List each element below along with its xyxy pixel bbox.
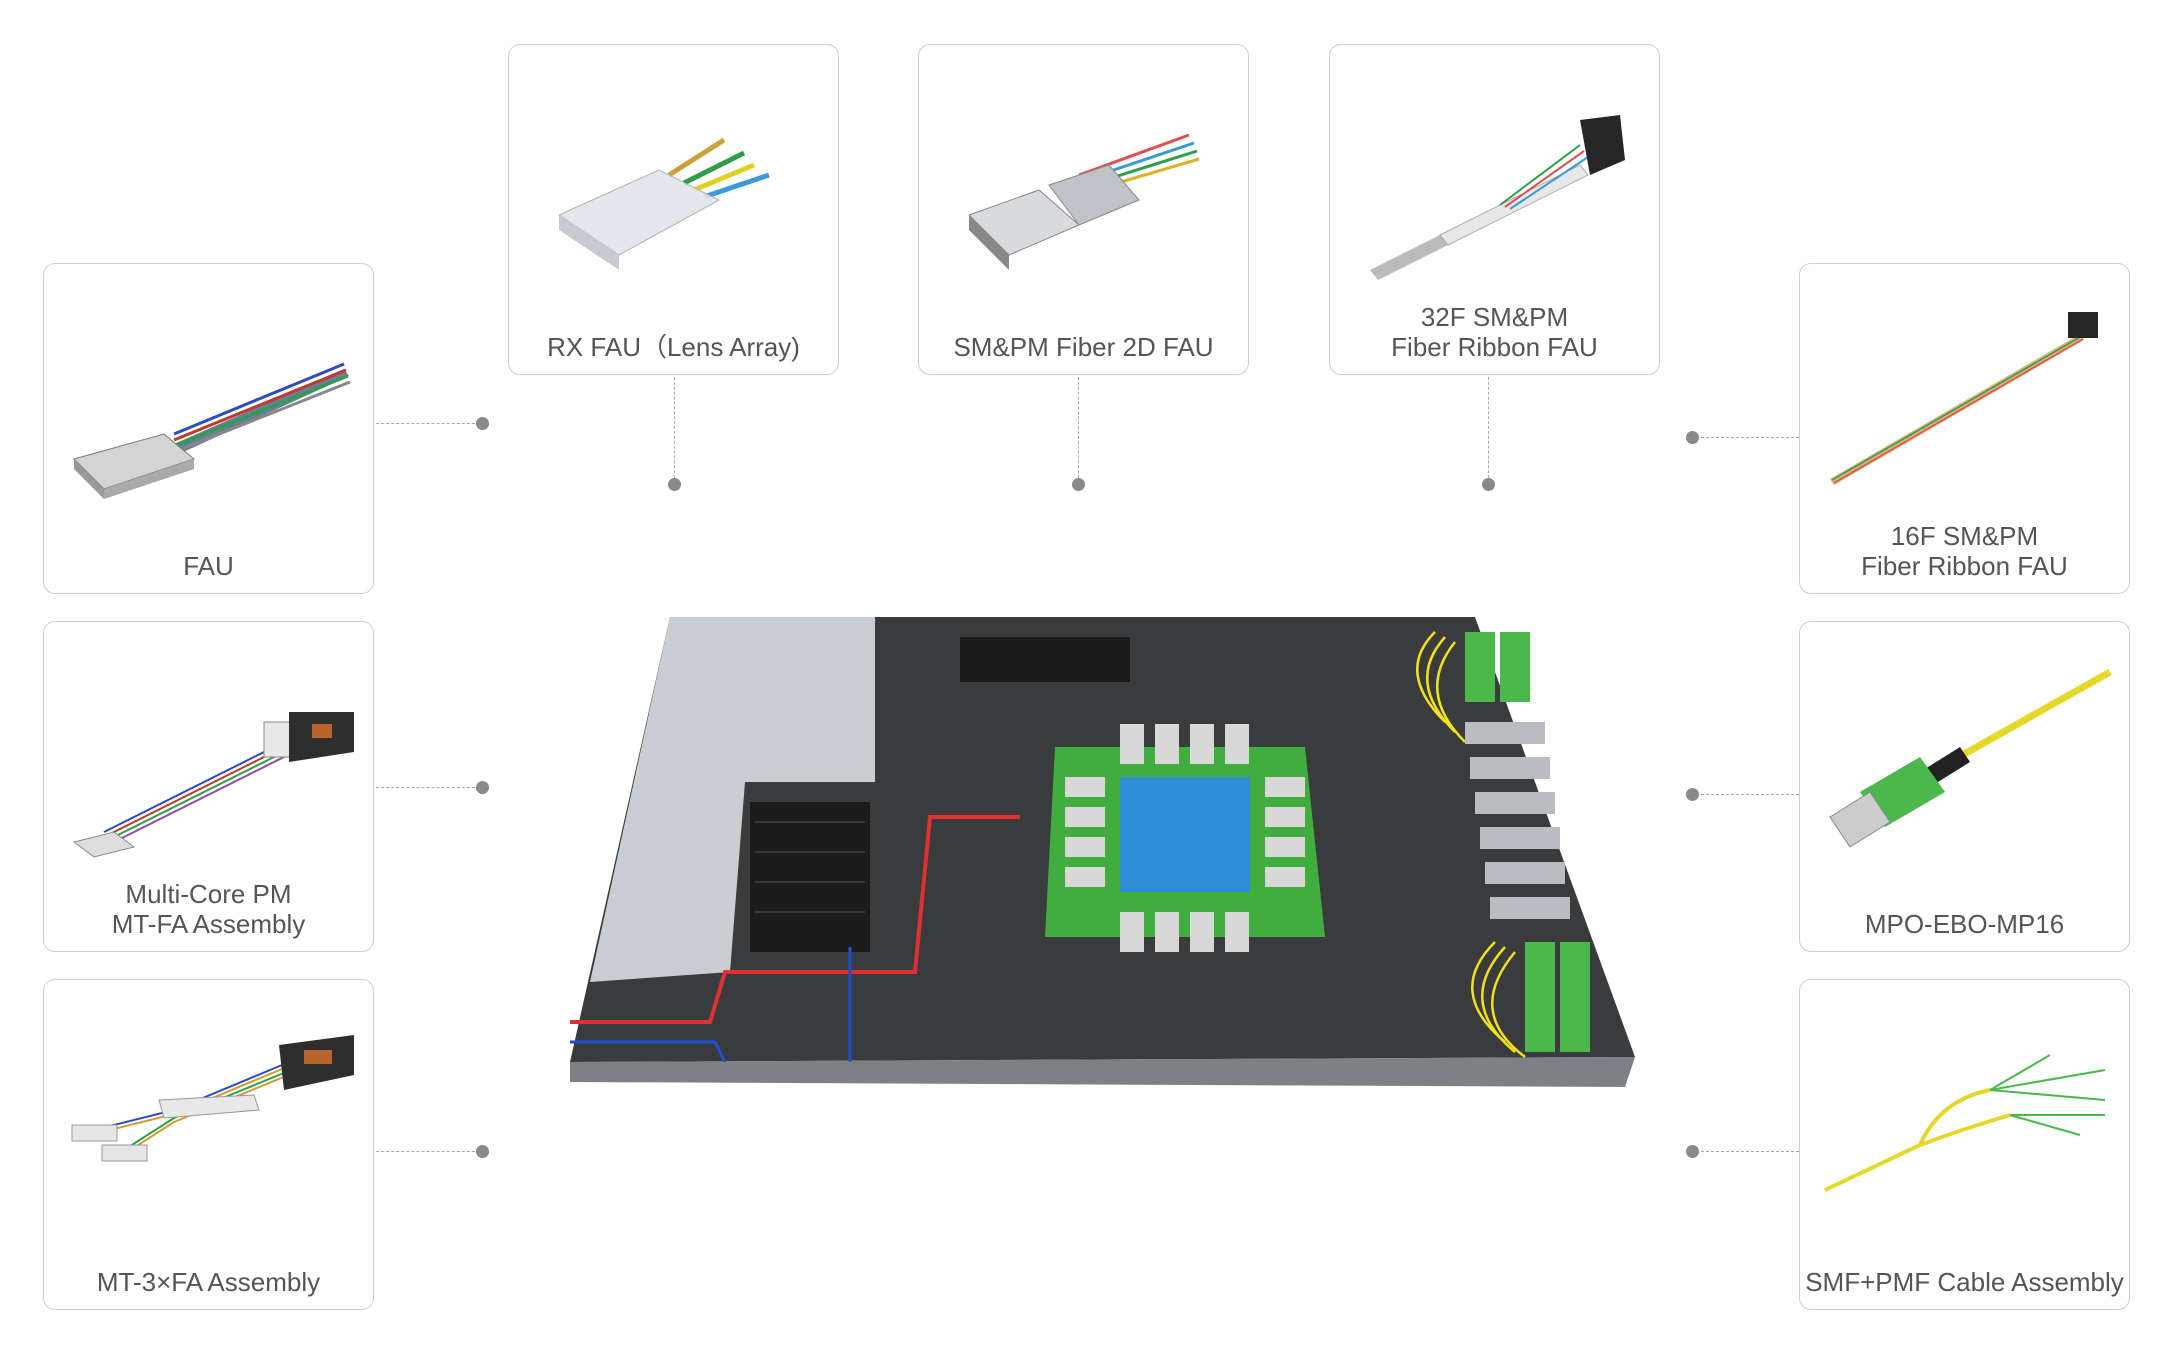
product-card-mt3fa[interactable]: MT-3×FA Assembly xyxy=(43,979,374,1310)
product-card-fau[interactable]: FAU xyxy=(43,263,374,594)
label-line-1: 16F SM&PM xyxy=(1890,521,2039,551)
connector-dot-16f xyxy=(1686,431,1699,444)
red-fiber xyxy=(570,815,1020,1024)
mpo-ebo-image xyxy=(1829,668,2112,848)
32f-fau-image xyxy=(1370,115,1625,280)
connector-line-32f xyxy=(1488,377,1489,483)
product-card-sm-pm-2d-fau[interactable]: SM&PM Fiber 2D FAU xyxy=(918,44,1249,375)
smf-pmf-image xyxy=(1824,1054,2106,1192)
product-card-mpo-ebo[interactable]: MPO-EBO-MP16 xyxy=(1799,621,2130,952)
connector-line-mpo xyxy=(1696,794,1799,795)
cage-connectors xyxy=(750,637,1130,952)
connector-dot-multicore xyxy=(476,781,489,794)
rx-fau-image xyxy=(557,137,770,270)
connector-line-rx-fau xyxy=(674,377,675,483)
connector-line-2d-fau xyxy=(1078,377,1079,483)
mt3fa-image xyxy=(71,1035,354,1162)
fau-label: FAU xyxy=(183,551,234,581)
smf-pmf-label: SMF+PMF Cable Assembly xyxy=(1805,1267,2124,1297)
yellow-fibers xyxy=(1415,631,1526,1058)
fau-image xyxy=(73,362,351,499)
sm-pm-2d-fau-image xyxy=(968,133,1200,270)
16f-fau-image xyxy=(1830,312,2098,485)
connector-line-mt3fa xyxy=(376,1151,480,1152)
board-edge xyxy=(570,1057,1635,1087)
connector-dot-rx-fau xyxy=(668,478,681,491)
connector-line-fau xyxy=(376,423,480,424)
mpo-connectors xyxy=(1465,632,1590,1052)
label-line-2: Fiber Ribbon FAU xyxy=(1861,551,2068,581)
product-card-smf-pmf[interactable]: SMF+PMF Cable Assembly xyxy=(1799,979,2130,1310)
heatsink-cover xyxy=(590,617,875,982)
asic-chip xyxy=(1120,777,1250,892)
multicore-pm-image xyxy=(72,712,354,858)
connector-dot-fau xyxy=(476,417,489,430)
connector-dot-mt3fa xyxy=(476,1145,489,1158)
sm-pm-2d-fau-label: SM&PM Fiber 2D FAU xyxy=(953,332,1214,362)
fiber-shuffles xyxy=(1465,722,1570,919)
label-line-2: MT-FA Assembly xyxy=(111,909,306,939)
label-line-1: Multi-Core PM xyxy=(125,879,292,909)
optical-engines xyxy=(1065,724,1305,952)
connector-dot-32f xyxy=(1482,478,1495,491)
label-line-2: Fiber Ribbon FAU xyxy=(1391,332,1598,362)
blue-fiber xyxy=(570,947,852,1063)
mpo-ebo-label: MPO-EBO-MP16 xyxy=(1864,909,2065,939)
label-line-1: 32F SM&PM xyxy=(1420,302,1569,332)
rx-fau-label: RX FAU（Lens Array) xyxy=(547,332,800,362)
connector-dot-2d-fau xyxy=(1072,478,1085,491)
mt3fa-label: MT-3×FA Assembly xyxy=(96,1267,321,1297)
connector-dot-mpo xyxy=(1686,788,1699,801)
product-card-rx-fau[interactable]: RX FAU（Lens Array) xyxy=(508,44,839,375)
connector-line-16f xyxy=(1696,437,1799,438)
connector-dot-smf-pmf xyxy=(1686,1145,1699,1158)
connector-line-multicore xyxy=(376,787,480,788)
switch-board-illustration xyxy=(570,617,1635,1087)
connector-line-smf-pmf xyxy=(1696,1151,1799,1152)
